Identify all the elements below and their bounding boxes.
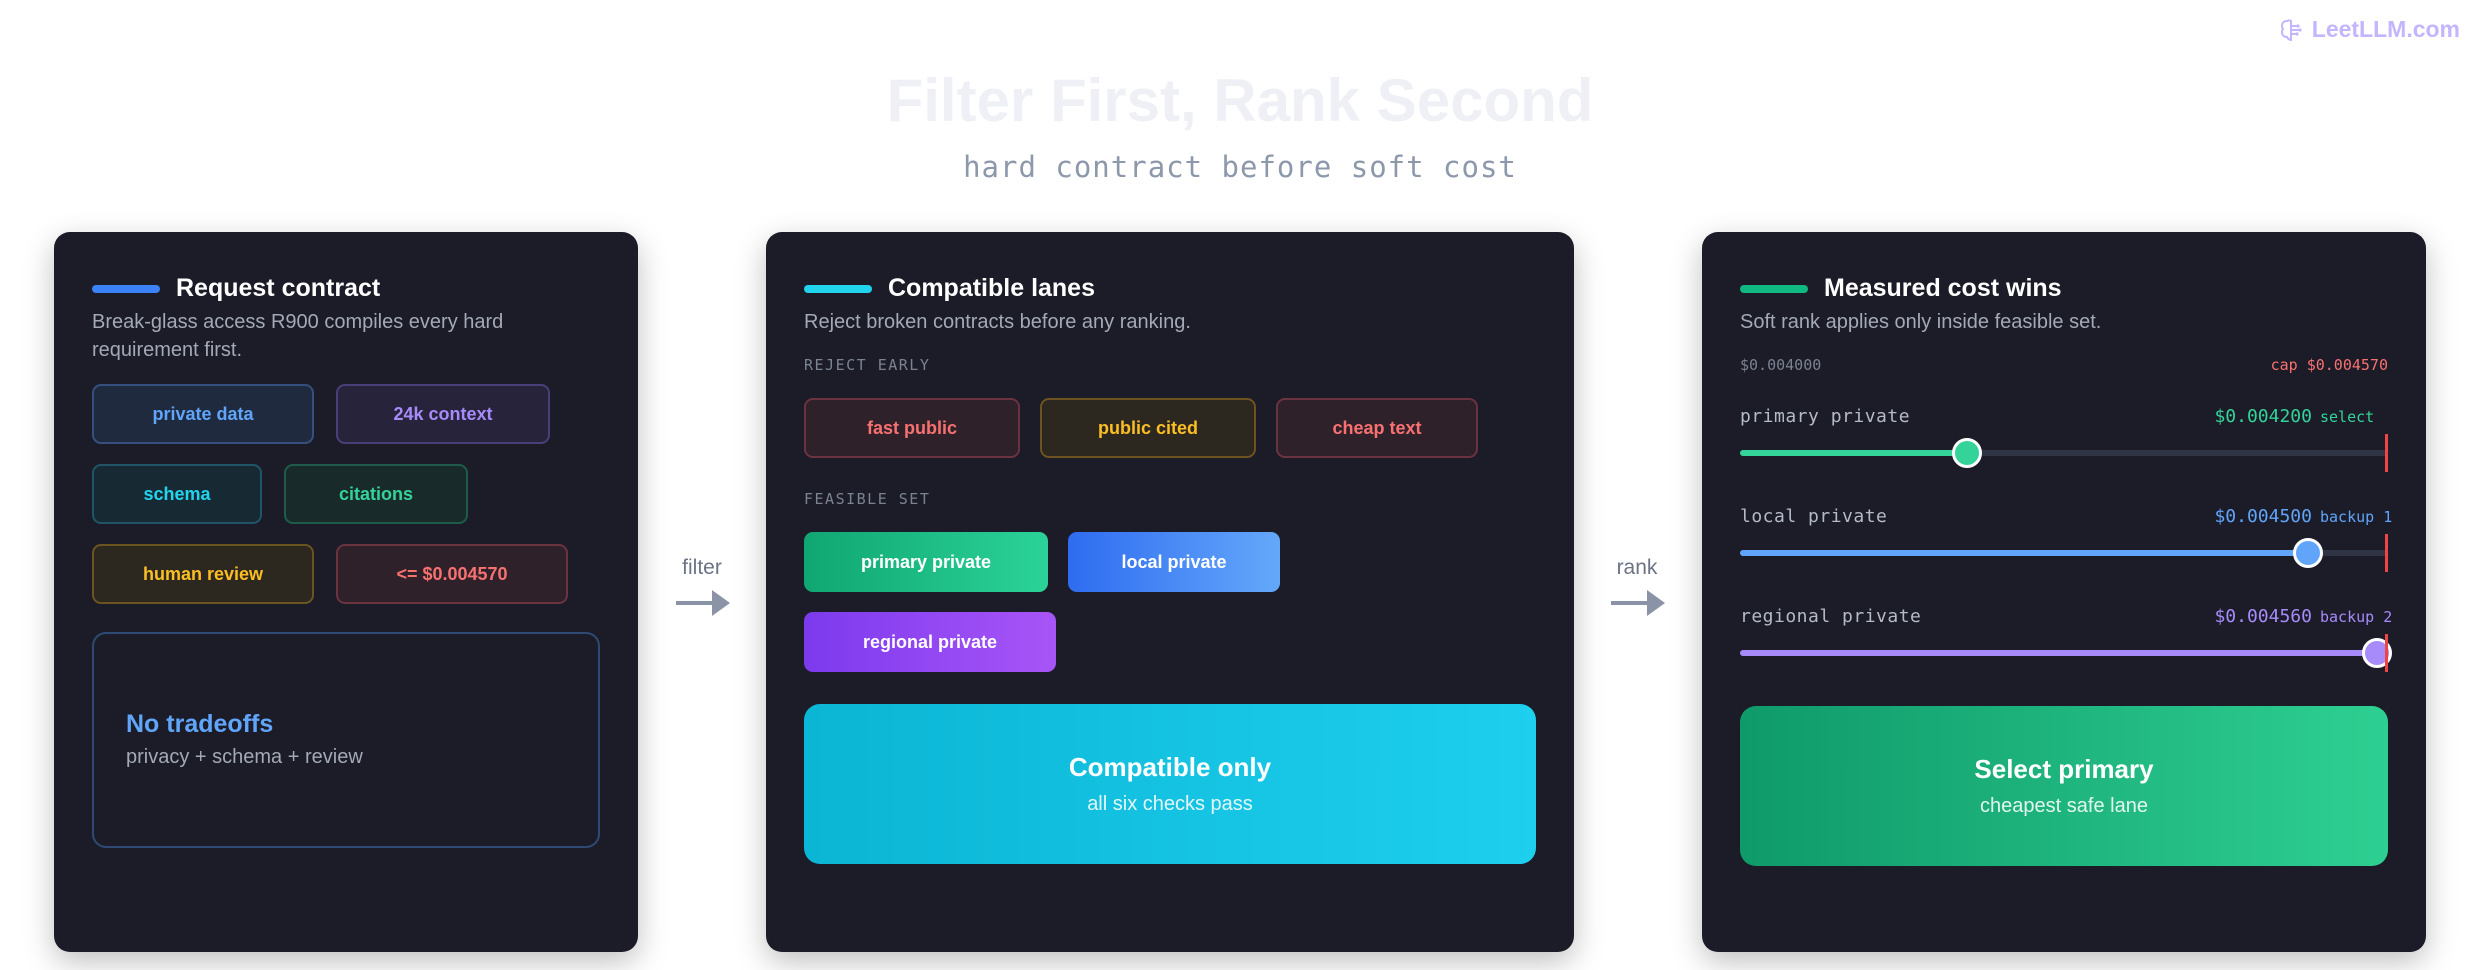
chip-schema: schema [92, 464, 262, 524]
rank-label: rank [1616, 556, 1658, 579]
panel-title: Request contract [176, 274, 381, 302]
panel-header: Request contract [92, 274, 380, 303]
row-value: $0.004560 [2214, 606, 2312, 627]
select-primary-box: Select primary cheapest safe lane [1740, 706, 2388, 866]
compatible-lanes-panel: Compatible lanes Reject broken contracts… [766, 232, 1574, 952]
panel-title: Compatible lanes [888, 274, 1095, 302]
feasible-label: FEASIBLE SET [804, 490, 931, 508]
filter-arrow: filter [670, 556, 734, 626]
rank-row-regional: regional private $0.004560 backup 2 [1740, 606, 2392, 676]
brand-text: LeetLLM.com [2311, 16, 2460, 42]
cost-marker [1952, 438, 1983, 468]
scale-min: $0.004000 [1740, 356, 1822, 374]
arrow-right-icon [676, 590, 730, 616]
row-name: regional private [1740, 606, 1922, 627]
rejected-public-cited: public cited [1040, 398, 1256, 458]
measured-cost-panel: Measured cost wins Soft rank applies onl… [1702, 232, 2426, 952]
brain-icon [2278, 17, 2304, 43]
lane-primary-private: primary private [804, 532, 1048, 592]
cost-fill [1740, 450, 1968, 456]
cost-cap-line [2385, 434, 2388, 472]
chip-private-data: private data [92, 384, 314, 444]
no-tradeoffs-box: No tradeoffs privacy + schema + review [92, 632, 600, 848]
panel-description: Soft rank applies only inside feasible s… [1740, 311, 2102, 333]
accent-bar [1740, 284, 1808, 293]
reject-label: REJECT EARLY [804, 356, 931, 374]
cost-cap-line [2385, 534, 2388, 572]
lane-local-private: local private [1068, 532, 1280, 592]
page-subtitle: hard contract before soft cost [963, 150, 1517, 184]
filter-label: filter [682, 556, 722, 579]
row-tag: select [2320, 408, 2375, 426]
cost-track [1740, 434, 2388, 472]
cost-track [1740, 534, 2388, 572]
cost-cap-line [2385, 634, 2388, 672]
result-subtitle: all six checks pass [1087, 793, 1253, 815]
panel-header: Compatible lanes [804, 274, 1095, 303]
rank-arrow: rank [1605, 556, 1669, 626]
rejected-cheap-text: cheap text [1276, 398, 1478, 458]
panel-description: Reject broken contracts before any ranki… [804, 311, 1191, 333]
accent-bar [92, 284, 160, 293]
cost-fill [1740, 550, 2309, 556]
page-title: Filter First, Rank Second [886, 67, 1594, 134]
rejected-fast-public: fast public [804, 398, 1020, 458]
chip-citations: citations [284, 464, 468, 524]
panel-header: Measured cost wins [1740, 274, 2062, 303]
chip-24k-context: 24k context [336, 384, 550, 444]
row-value: $0.004500 [2214, 506, 2312, 527]
scale-cap: cap $0.004570 [2270, 356, 2388, 374]
rank-row-local: local private $0.004500 backup 1 [1740, 506, 2392, 576]
rank-row-primary: primary private $0.004200 select [1740, 406, 2388, 476]
arrow-right-icon [1611, 590, 1665, 616]
row-value: $0.004200 [2214, 406, 2312, 427]
chip-human-review: human review [92, 544, 314, 604]
tradeoff-title: No tradeoffs [126, 710, 274, 738]
row-name: local private [1740, 506, 1888, 527]
panel-description: Break-glass access R900 compiles every h… [92, 311, 504, 361]
compatible-only-box: Compatible only all six checks pass [804, 704, 1536, 864]
result-title: Compatible only [1068, 752, 1272, 782]
chip-cost-limit: <= $0.004570 [336, 544, 568, 604]
row-tag: backup 2 [2320, 608, 2393, 626]
lane-regional-private: regional private [804, 612, 1056, 672]
accent-bar [804, 284, 872, 293]
panel-title: Measured cost wins [1824, 274, 2062, 302]
cost-marker [2293, 538, 2324, 568]
result-subtitle: cheapest safe lane [1980, 795, 2148, 817]
brand: LeetLLM.com [2278, 16, 2460, 43]
row-tag: backup 1 [2320, 508, 2393, 526]
result-title: Select primary [1974, 754, 2154, 784]
request-contract-panel: Request contract Break-glass access R900… [54, 232, 638, 952]
cost-fill [1740, 650, 2377, 656]
row-name: primary private [1740, 406, 1911, 427]
tradeoff-subtitle: privacy + schema + review [126, 746, 363, 768]
cost-track [1740, 634, 2392, 672]
